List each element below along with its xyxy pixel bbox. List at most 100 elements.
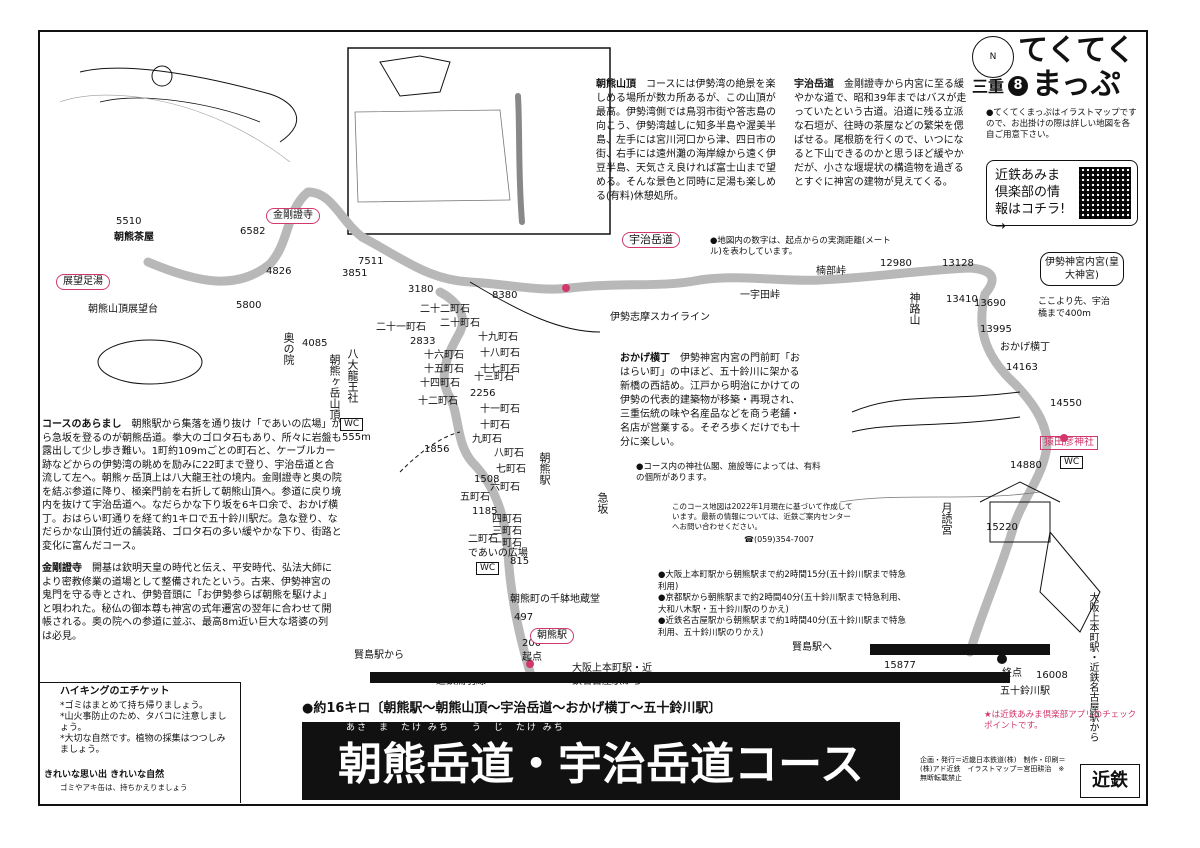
label-kusuberi: 楠部峠 [816,266,846,277]
distance-16008: 16008 [1036,670,1068,681]
summit-description: 朝熊山頂 コースには伊勢湾の絶景を楽しめる場所が数カ所あるが、この山頂が最高。伊… [596,78,782,204]
etiquette-slogan-sub: ゴミやアキ缶は、持ちかえりましょう [60,783,188,792]
bay-sketch [99,97,261,123]
chouseki-3: 三町石 [492,526,522,537]
river-bank [851,416,1021,433]
label-hachidai: 八大龍王社 [346,348,359,403]
label-ichiu: 一宇田峠 [740,290,780,301]
skyline-road [469,281,601,333]
distance-815: 815 [510,556,530,567]
label-sarutahiko: 猿田彦神社 [1040,436,1098,450]
distance-13690: 13690 [974,298,1006,309]
access-kyoto: ●京都駅から朝熊駅まで約2時間40分(五十鈴川駅まで特急利用、大和八木駅・五十鈴… [658,593,906,615]
chouseki-22: 二十二町石 [420,304,470,315]
distance-14550: 14550 [1050,398,1082,409]
chouseki-10: 十町石 [480,420,510,431]
brand-prefix: 三重 [972,77,1005,96]
survey-note: このコース地図は2022年1月現在に基づいて作成しています。最新の情報については… [672,502,853,531]
label-kashima-left: 賢島駅から [354,650,404,661]
label-okage-yokocho: おかげ横丁 [1000,342,1050,353]
map-disclaimer: ●てくてくまっぷはイラストマップですので、お出掛けの際は詳しい地図を各自ご用意下… [986,108,1137,140]
map-frame: N てくてく 三重 8 まっぷ ●てくてくまっぷはイラストマップですので、お出掛… [38,30,1148,806]
route-town [965,447,1051,657]
distance-1856: 1856 [424,444,450,455]
distance-15220: 15220 [986,522,1018,533]
label-kintetsu-toba: 近鉄鳥羽線 [436,676,486,687]
uji-desc-title: 宇治岳道 [794,79,834,90]
distance-4826: 4826 [266,266,292,277]
distance-200: 200 [522,638,542,649]
chouseki-4: 四町石 [492,514,522,525]
label-osaka-nagoya: 大阪上本町駅・近鉄名古屋駅から [572,663,652,687]
credits: 企画・発行＝近畿日本鉄道(株) 制作・印刷＝(株)アド近鉄 イラストマップ＝宮田… [920,756,1066,782]
club-box[interactable]: 近鉄あみま倶楽部の情報はコチラ!→ [986,160,1138,234]
chouseki-14: 十四町石 [420,378,460,389]
distance-3180: 3180 [408,284,434,295]
label-okunoin: 奥の院 [282,332,295,365]
phone-number: ☎(059)354-7007 [744,535,814,544]
distance-5510: 5510 [116,216,142,227]
temple-roof-sketch [379,55,451,97]
club-text: 近鉄あみま倶楽部の情報はコチラ!→ [995,168,1066,234]
course-summary: コースのあらまし 朝熊駅から集落を通り抜け「であいの広場」から急坂を登るのが朝熊… [42,418,342,553]
kongo-desc-title: 金剛證寺 [42,563,82,574]
access-list: ●大阪上本町駅から朝熊駅まで約2時間15分(五十鈴川駅まで特急利用) ●京都駅か… [658,570,908,639]
route-asama-trail [435,287,535,677]
okage-house-sketch [989,501,1051,543]
uji-description: 宇治岳道 金剛證寺から内宮に至る緩やかな道で、昭和39年まではバスが走っていたと… [794,78,970,190]
tower-sketch [1039,530,1101,633]
etiquette-items: *ゴミはまとめて持ち帰りましょう。 *山火事防止のため、タバコに注意しましょう。… [60,701,230,756]
title-banner: あさ ま たけ みち う じ たけ みち 朝熊岳道・宇治岳道コース [302,722,900,800]
distance-497: 497 [514,612,534,623]
chouseki-8: 八町石 [494,448,524,459]
label-tsukiyomi: 月読宮 [940,502,953,535]
qr-code-icon[interactable] [1079,167,1131,219]
label-summit: 朝熊ヶ岳山頂 [328,354,341,420]
etiquette-box: ハイキングのエチケット *ゴミはまとめて持ち帰りましょう。 *山火事防止のため、… [40,682,241,803]
distance-6582: 6582 [240,226,266,237]
summit-desc-body: コースには伊勢湾の絶景を楽しめる場所が数カ所あるが、この山頂が最高。伊勢湾側では… [596,79,776,202]
tree-sketch [151,65,173,87]
end-marker [997,654,1007,664]
etiquette-item-3: *大切な自然です。植物の採集はつつしみましょう。 [60,734,226,755]
label-asama-eki: 朝熊駅 [530,628,574,644]
distance-13410: 13410 [946,294,978,305]
label-naiku-400m: ここより先、宇治橋まで400m [1038,297,1110,319]
distance-4085: 4085 [302,338,328,349]
okage-desc-title: おかげ横丁 [620,353,670,364]
label-kyuzaka: 急坂 [596,492,609,514]
etiquette-item-2: *山火事防止のため、タバコに注意しましょう。 [60,712,227,733]
chouseki-11: 十一町石 [480,404,520,415]
road-uji [839,491,1041,503]
chouseki-19: 十九町石 [478,332,518,343]
distance-14880: 14880 [1010,460,1042,471]
start-marker [526,660,534,668]
label-isuzugawa: 五十鈴川駅 [1000,686,1050,697]
distance-13995: 13995 [980,324,1012,335]
river-isuzu [851,391,1021,413]
summit-pond [97,339,203,385]
course-map [59,47,1101,683]
distance-12980: 12980 [880,258,912,269]
etiquette-slogan: きれいな思い出 きれいな自然 [44,770,165,780]
title-ruby: あさ ま たけ みち う じ たけ みち [346,723,565,733]
chouseki-7: 七町石 [496,464,526,475]
distance-13128: 13128 [942,258,974,269]
chouseki-18: 十八町石 [480,348,520,359]
distance-8380: 8380 [492,290,518,301]
chouseki-6: 六町石 [490,482,520,493]
uji-desc-body: 金剛證寺から内宮に至る緩やかな道で、昭和39年まではバスが走っていたという古道。… [794,79,967,188]
elevation-label: 555m [342,432,371,443]
inset-road [515,93,525,225]
distance-1185: 1185 [472,506,498,517]
distance-7511: 7511 [358,256,384,267]
distance-3851: 3851 [342,268,368,279]
chouseki-20: 二十町石 [440,318,480,329]
kongo-description: 金剛證寺 開基は欽明天皇の時代と伝え、平安時代、弘法大師により密教修業の道場とし… [42,562,332,643]
distance-note: ●地図内の数字は、起点からの実測距離(メートル)を表わしています。 [710,236,891,257]
label-naiku: 伊勢神宮内宮(皇大神宮) [1040,252,1124,286]
kintetsu-logo: 近鉄 [1080,764,1140,798]
chouseki-2: 二町石 [468,534,498,545]
app-note: ★は近鉄あみま倶楽部アプリのチェックポイントです。 [984,710,1137,731]
